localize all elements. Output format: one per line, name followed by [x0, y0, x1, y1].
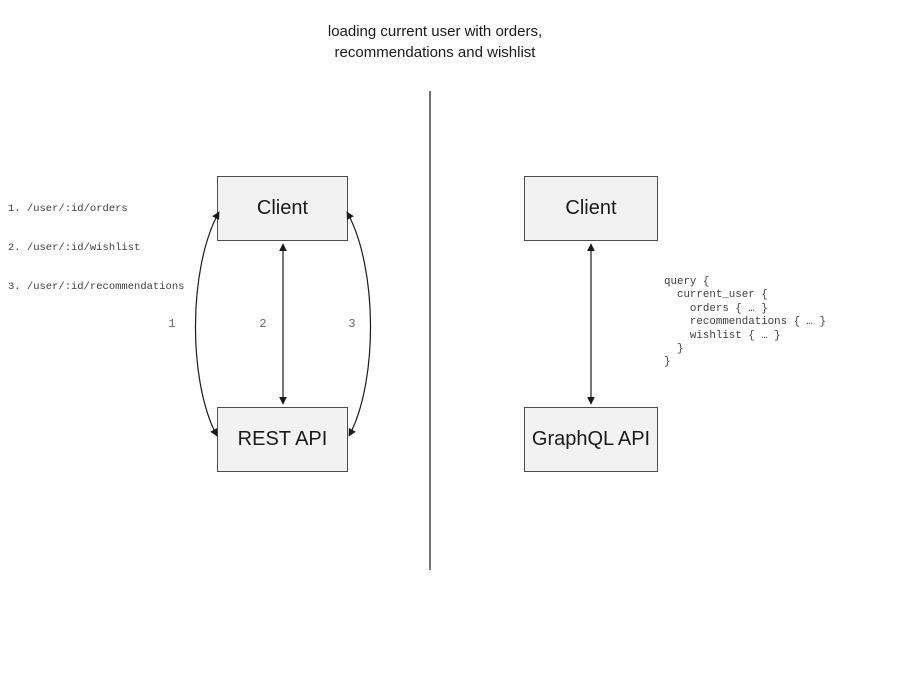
rest-endpoint-wishlist: 2. /user/:id/wishlist: [8, 242, 141, 254]
graphql-api-box: GraphQL API: [524, 407, 658, 472]
graphql-client-box: Client: [524, 176, 658, 241]
divider-line: [429, 91, 431, 570]
rest-arrow-label-1: 1: [168, 317, 176, 331]
rest-client-box: Client: [217, 176, 348, 241]
rest-endpoint-orders: 1. /user/:id/orders: [8, 203, 128, 215]
rest-api-box: REST API: [217, 407, 348, 472]
title-line-2: recommendations and wishlist: [334, 44, 536, 61]
rest-arrow-label-2: 2: [259, 317, 267, 331]
rest-endpoint-recommendations: 3. /user/:id/recommendations: [8, 281, 185, 293]
graphql-query-code: query { current_user { orders { … } reco…: [664, 276, 826, 369]
rest-client-box-label: Client: [256, 197, 309, 219]
title-line-1: loading current user with orders,: [327, 23, 543, 40]
rest-api-box-label: REST API: [237, 428, 328, 450]
graphql-client-box-label: Client: [565, 197, 617, 219]
rest-arrow-1-curve: [194, 211, 220, 437]
graphql-api-box-label: GraphQL API: [531, 428, 651, 450]
diagram-title: loading current user with orders, recomm…: [235, 21, 635, 63]
rest-arrow-label-3: 3: [348, 317, 356, 331]
rest-endpoints-list: 1. /user/:id/orders 2. /user/:id/wishlis…: [8, 177, 184, 320]
